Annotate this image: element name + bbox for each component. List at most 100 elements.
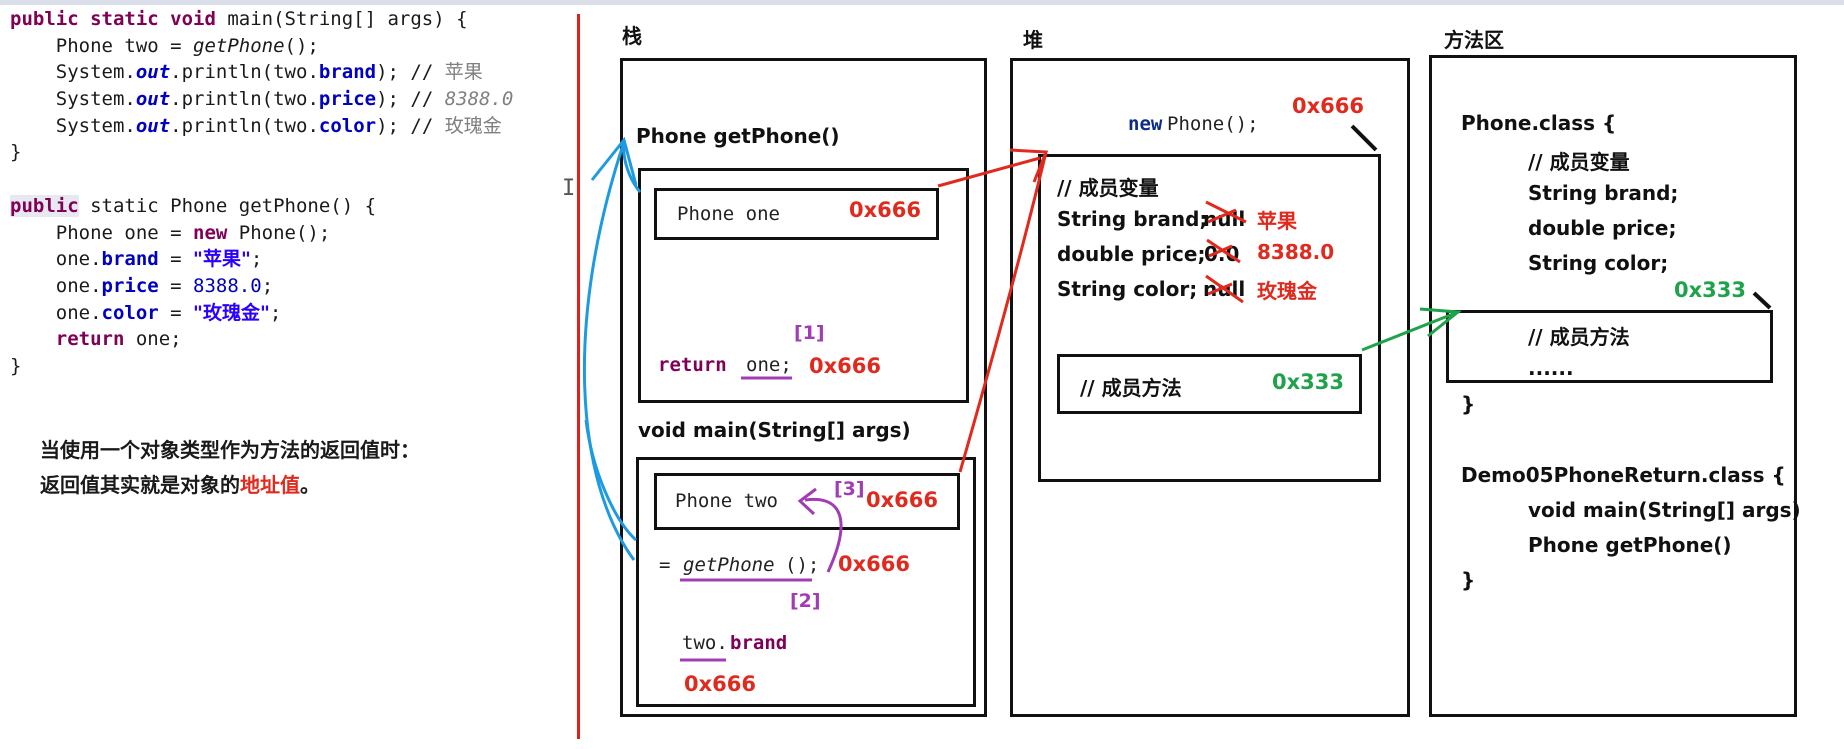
println-pre: System. (10, 88, 136, 111)
separator-line (577, 14, 580, 739)
note-line-2: 返回值其实就是对象的地址值。 (40, 469, 320, 498)
assign-address: 0x666 (838, 552, 910, 576)
field-brand: brand (318, 61, 377, 84)
heap-new-phone: Phone(); (1167, 113, 1259, 135)
method-area-box (1429, 55, 1797, 717)
heap-brand-decl: String brand; (1057, 207, 1208, 231)
call-tail: (); (284, 34, 319, 57)
assign-getphone: getPhone (683, 554, 775, 576)
two-brand-prefix: two. (682, 632, 728, 654)
println-mid: .println(two. (170, 114, 319, 137)
out-keyword: out (135, 88, 171, 111)
field-color: color (318, 114, 377, 137)
heap-method-address: 0x333 (1272, 370, 1344, 394)
stack-title: 栈 (622, 24, 642, 48)
class-member-vars: // 成员变量 (1528, 150, 1630, 174)
one-pre: one. (10, 248, 102, 271)
class-price: double price; (1528, 216, 1677, 240)
code-line-print-color: System.out.println(two.color); // 玫瑰金 (10, 113, 513, 140)
class-brand: String brand; (1528, 181, 1679, 205)
keyword-return: return (55, 328, 125, 351)
top-strip (0, 0, 1844, 5)
heap-member-methods: // 成员方法 (1080, 376, 1182, 400)
number-price: 8388.0 (193, 274, 262, 297)
out-keyword: out (135, 114, 171, 137)
field-price: price (318, 88, 377, 111)
phone-object-box (1038, 154, 1381, 482)
comment-color: 玫瑰金 (444, 114, 502, 137)
phone-one-address: 0x666 (849, 198, 921, 222)
out-keyword: out (135, 61, 171, 84)
marker-1: [1] (794, 322, 825, 344)
demo-close-brace: } (1461, 568, 1476, 592)
code-line-close-main: } (10, 141, 22, 164)
note-address-value: 地址值 (240, 473, 300, 497)
assign: = (158, 301, 194, 324)
code-line-return: return one; (10, 326, 513, 353)
code-line-set-brand: one.brand = "苹果"; (10, 246, 513, 273)
println-end: ); // (376, 88, 445, 111)
code-line-close-getphone: } (10, 354, 22, 377)
assign-equals: = (659, 554, 671, 576)
one-pre: one. (10, 274, 102, 297)
keyword-public: public (10, 194, 79, 217)
marker-2: [2] (790, 590, 821, 612)
semicolon: ; (250, 248, 263, 271)
demo-class-header: Demo05PhoneReturn.class { (1461, 463, 1786, 487)
class-color: String color; (1528, 251, 1669, 275)
assign: = (158, 274, 194, 297)
note-line-1: 当使用一个对象类型作为方法的返回值时： (40, 438, 420, 462)
code-line-print-brand: System.out.println(two.brand); // 苹果 (10, 59, 513, 86)
field-color: color (101, 301, 159, 324)
return-var: one; (746, 354, 792, 376)
return-address: 0x666 (809, 354, 881, 378)
phone-class-header: Phone.class { (1461, 111, 1617, 135)
class-member-methods: // 成员方法 (1528, 325, 1630, 349)
two-brand-field: brand (730, 632, 788, 654)
println-end: ); // (376, 114, 445, 137)
getphone-frame-label: Phone getPhone() (636, 124, 840, 148)
heap-object-address: 0x666 (1292, 94, 1364, 118)
heap-member-vars: // 成员变量 (1057, 176, 1159, 200)
two-brand-address: 0x666 (684, 672, 756, 696)
main-frame-box (636, 457, 976, 707)
class-methods-address: 0x333 (1674, 278, 1746, 302)
code-line-new-phone: Phone one = new Phone(); (10, 220, 513, 247)
heap-brand-new: 苹果 (1257, 209, 1297, 233)
heap-price-decl: double price; (1057, 242, 1206, 266)
heap-new-keyword: new (1128, 113, 1163, 135)
code-line-print-price: System.out.println(two.price); // 8388.0 (10, 86, 514, 113)
heap-color-old: null (1203, 277, 1246, 301)
demo-main-sig: void main(String[] args) (1528, 498, 1801, 522)
comment-brand: 苹果 (444, 61, 483, 84)
one-pre: one. (10, 301, 102, 324)
main-signature: main(String[] args) { (227, 8, 468, 30)
phone-one-label: Phone one (677, 203, 780, 225)
getphone-signature: static Phone getPhone() { (78, 194, 377, 217)
phone-two-label: Phone two (675, 490, 778, 512)
phone-two-address: 0x666 (866, 488, 938, 512)
keyword-main: public static void (10, 8, 228, 30)
note-line-2-pre: 返回值其实就是对象的 (40, 473, 240, 497)
heap-methods-box (1057, 354, 1362, 414)
heap-color-decl: String color; (1057, 277, 1198, 301)
code-line-blank (10, 166, 513, 193)
println-mid: .println(two. (170, 61, 319, 84)
two-decl: Phone two = (10, 34, 194, 57)
assign: = (158, 248, 194, 271)
code-line-set-color: one.color = "玫瑰金"; (10, 300, 513, 327)
semicolon: ; (269, 301, 282, 324)
string-brand: "苹果" (193, 248, 251, 271)
heap-brand-old: null (1203, 207, 1246, 231)
marker-3: [3] (834, 478, 865, 500)
class-ellipsis: ...... (1528, 356, 1574, 380)
println-mid: .println(two. (170, 88, 319, 111)
getphone-call: getPhone (193, 34, 285, 57)
demo-getphone-sig: Phone getPhone() (1528, 533, 1732, 557)
text-cursor-icon: I (562, 176, 576, 201)
string-color: "玫瑰金" (193, 301, 270, 324)
class-close-brace: } (1461, 392, 1476, 416)
main-frame-label: void main(String[] args) (638, 418, 911, 442)
semicolon: ; (261, 274, 274, 297)
field-price: price (101, 274, 159, 297)
